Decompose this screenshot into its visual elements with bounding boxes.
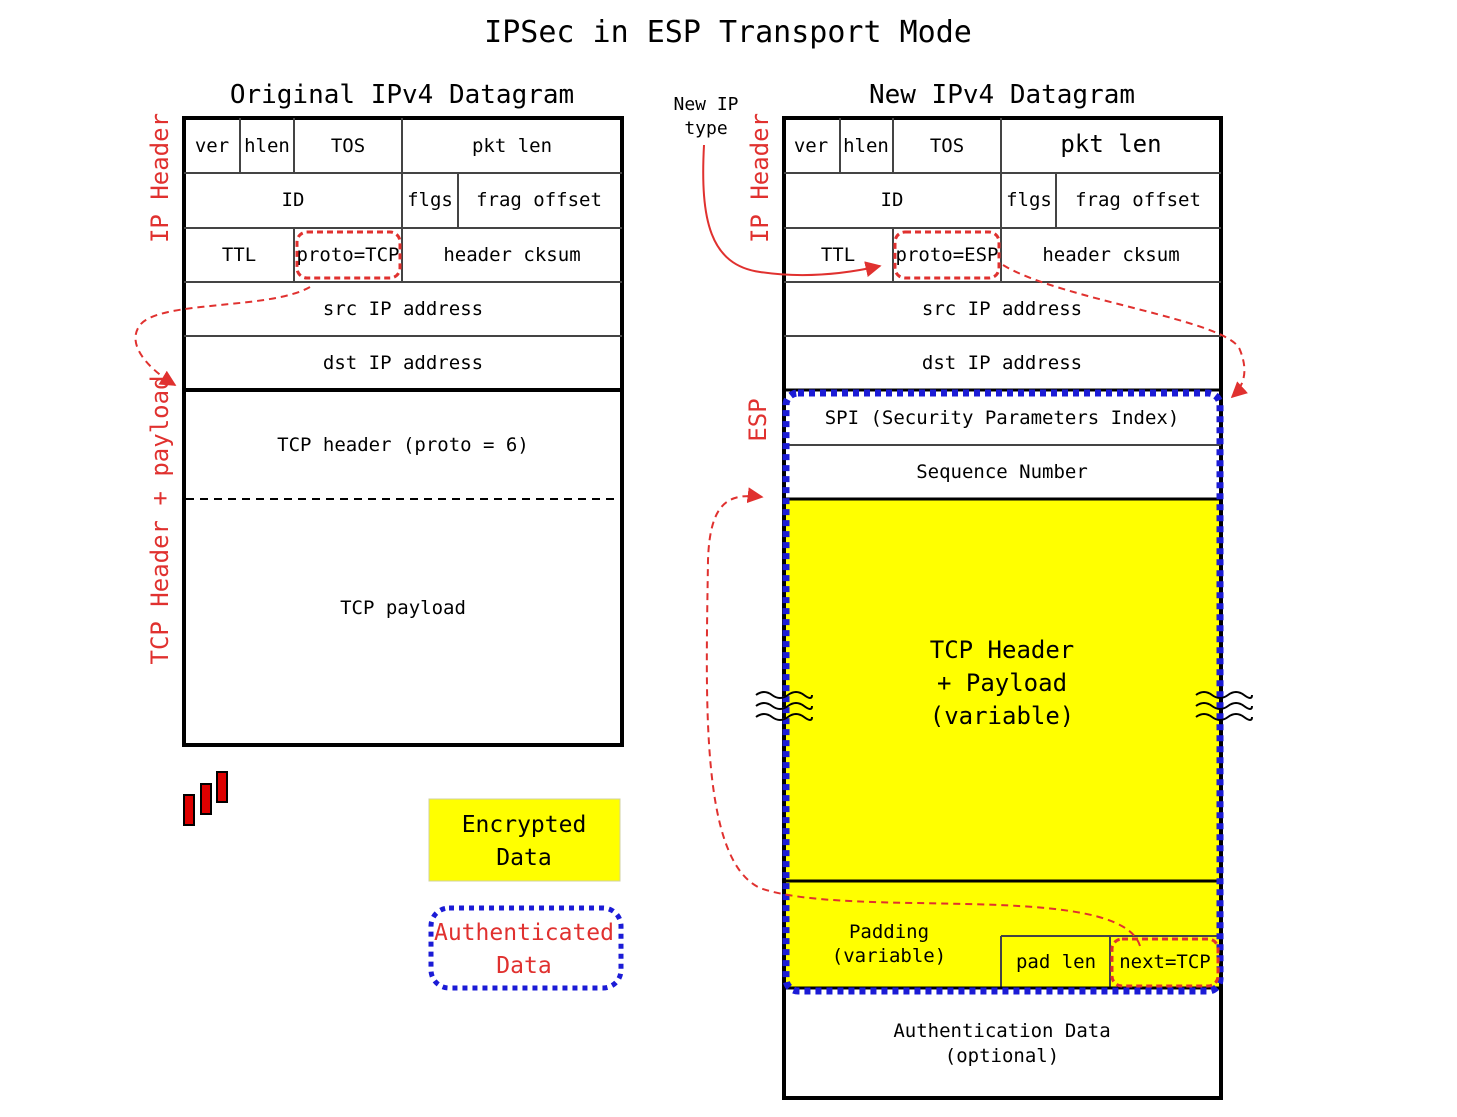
orig-field-pkt-len: pkt len [472, 135, 552, 157]
new-proto-to-esp-arrow [1002, 264, 1249, 399]
orig-proto-highlight [295, 230, 402, 280]
new-field-pkt-len: pkt len [1060, 130, 1161, 158]
original-row-dividers [184, 118, 622, 337]
new-encrypted-payload-fill [786, 499, 1220, 881]
orig-side-label-tcp: TCP Header + payload [146, 376, 174, 665]
orig-field-id: ID [282, 189, 305, 211]
new-field-frag-offset: frag offset [1075, 189, 1201, 211]
new-field-flgs: flgs [1006, 189, 1052, 211]
legend-encrypted-line2: Data [496, 845, 551, 871]
new-field-header-cksum: header cksum [1042, 244, 1179, 266]
legend-encrypted-line1: Encrypted [462, 812, 587, 838]
legend: Encrypted Data Authenticated Data [428, 798, 624, 991]
orig-field-ttl: TTL [222, 244, 256, 266]
orig-field-tos: TOS [331, 135, 365, 157]
new-field-hlen: hlen [843, 135, 889, 157]
new-datagram: New IPv4 Datagram [673, 80, 1253, 1100]
new-field-payload-line3: (variable) [930, 702, 1075, 730]
new-ip-type-arrow [702, 144, 882, 277]
legend-authenticated-swatch [428, 905, 624, 991]
new-side-label-ip-header: IP Header [746, 113, 774, 243]
orig-field-proto: proto=TCP [297, 244, 400, 266]
original-heading: Original IPv4 Datagram [230, 80, 574, 110]
new-field-proto: proto=ESP [896, 244, 999, 266]
new-field-pad-len: pad len [1016, 951, 1096, 973]
new-field-seq: Sequence Number [916, 461, 1088, 483]
new-field-padding-line2: (variable) [832, 945, 946, 967]
new-authenticated-boundary [782, 389, 1224, 995]
new-field-ver: ver [794, 135, 828, 157]
new-next-to-payload-arrow [705, 487, 1141, 947]
new-field-auth-line1: Authentication Data [893, 1020, 1110, 1042]
new-side-label-esp: ESP [744, 398, 772, 441]
orig-field-src: src IP address [323, 298, 483, 320]
new-field-id: ID [881, 189, 904, 211]
new-row-dividers [784, 118, 1221, 988]
new-field-spi: SPI (Security Parameters Index) [825, 407, 1180, 429]
new-break-marks [755, 691, 1253, 721]
new-field-next: next=TCP [1119, 951, 1211, 973]
orig-proto-to-tcp-arrow [134, 286, 311, 386]
orig-field-hlen: hlen [244, 135, 290, 157]
new-field-payload-line2: + Payload [937, 669, 1067, 697]
new-field-src: src IP address [922, 298, 1082, 320]
orig-field-frag-offset: frag offset [476, 189, 602, 211]
orig-field-tcp-header: TCP header (proto = 6) [277, 434, 529, 456]
legend-encrypted-swatch [428, 798, 621, 882]
logo-bars [183, 771, 228, 826]
new-field-payload-line1: TCP Header [930, 636, 1075, 664]
orig-side-label-ip-header: IP Header [146, 113, 174, 243]
orig-field-ver: ver [195, 135, 229, 157]
new-field-dst: dst IP address [922, 352, 1082, 374]
legend-authenticated-line1: Authenticated [434, 920, 614, 946]
legend-authenticated-line2: Data [496, 953, 551, 979]
new-field-tos: TOS [930, 135, 964, 157]
new-next-highlight [1110, 937, 1220, 988]
diagram-title: IPSec in ESP Transport Mode [484, 15, 972, 50]
orig-field-tcp-payload: TCP payload [340, 597, 466, 619]
orig-field-flgs: flgs [407, 189, 453, 211]
new-field-auth-line2: (optional) [945, 1045, 1059, 1067]
new-ip-type-note-line1: New IP [673, 94, 738, 115]
new-field-padding-line1: Padding [849, 921, 929, 943]
orig-field-dst: dst IP address [323, 352, 483, 374]
new-heading: New IPv4 Datagram [869, 80, 1135, 110]
new-proto-highlight [893, 230, 1001, 280]
new-field-ttl: TTL [821, 244, 855, 266]
new-encrypted-padding-fill [786, 881, 1220, 988]
original-datagram: Original IPv4 Datagram ver hlen TOS [134, 80, 624, 747]
new-ip-type-note-line2: type [684, 118, 727, 139]
orig-field-header-cksum: header cksum [443, 244, 580, 266]
